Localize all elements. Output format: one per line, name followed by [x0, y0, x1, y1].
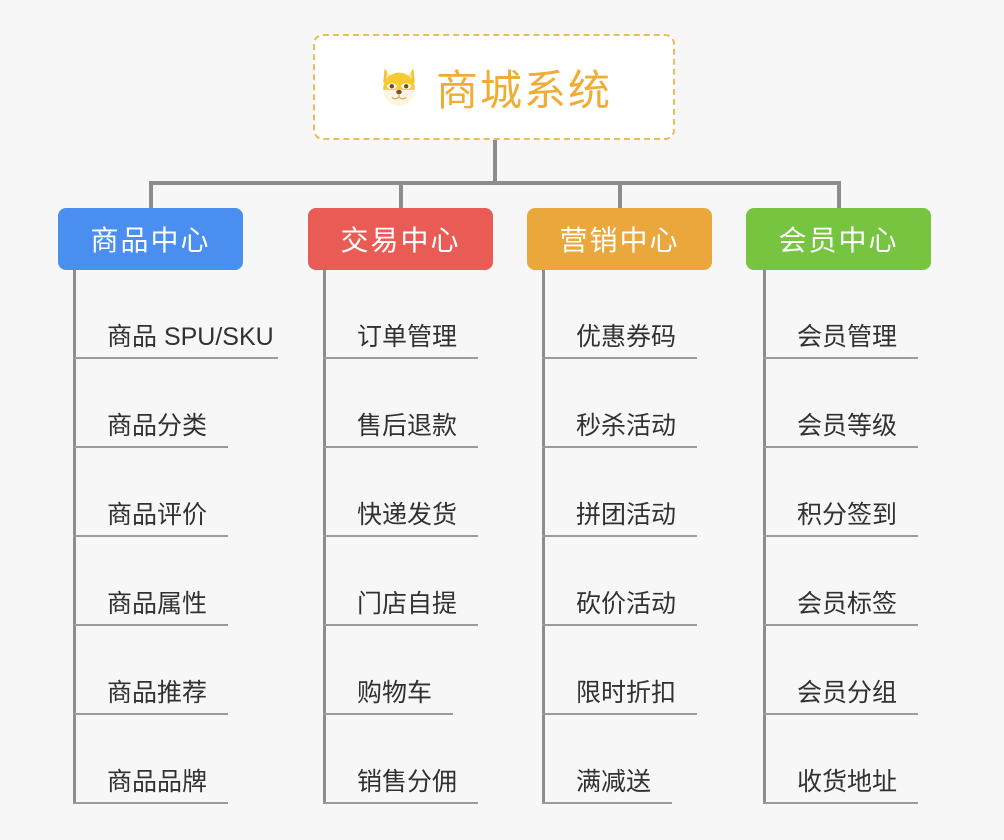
- connector-drop-product-center: [148, 181, 153, 209]
- leaf-column-marketing-center: 优惠券码秒杀活动拼团活动砍价活动限时折扣满减送: [542, 270, 737, 804]
- category-node-marketing-center[interactable]: 营销中心: [527, 208, 712, 270]
- leaf-label: 售后退款: [357, 411, 458, 440]
- connector-spine-trade-center: [323, 270, 326, 804]
- connector-spine-product-center: [73, 270, 76, 804]
- leaf-label: 商品分类: [107, 411, 208, 440]
- leaf-node[interactable]: 收货地址: [763, 715, 958, 804]
- leaf-node[interactable]: 购物车: [323, 626, 518, 715]
- leaf-column-product-center: 商品 SPU/SKU 商品分类商品评价商品属性商品推荐商品品牌: [73, 270, 318, 804]
- leaf-label: 商品评价: [107, 500, 208, 529]
- category-label: 商品中心: [90, 225, 211, 256]
- leaf-underline: [763, 357, 918, 359]
- leaf-label: 商品属性: [107, 589, 208, 618]
- leaf-label: 积分签到: [797, 500, 898, 529]
- category-label: 营销中心: [559, 225, 680, 256]
- leaf-label: 满减送: [576, 767, 652, 796]
- leaf-node[interactable]: 快递发货: [323, 448, 518, 537]
- leaf-label: 销售分佣: [357, 767, 458, 796]
- leaf-underline: [323, 624, 478, 626]
- leaf-label: 限时折扣: [576, 678, 677, 707]
- leaf-underline: [763, 535, 918, 537]
- leaf-underline: [73, 713, 228, 715]
- leaf-label: 拼团活动: [576, 500, 677, 529]
- leaf-underline: [542, 624, 697, 626]
- leaf-node[interactable]: 限时折扣: [542, 626, 737, 715]
- root-node[interactable]: 商城系统: [313, 34, 675, 140]
- leaf-label: 砍价活动: [576, 589, 677, 618]
- category-node-product-center[interactable]: 商品中心: [58, 208, 243, 270]
- category-node-member-center[interactable]: 会员中心: [746, 208, 931, 270]
- leaf-label: 快递发货: [357, 500, 458, 529]
- leaf-node[interactable]: 商品品牌: [73, 715, 318, 804]
- leaf-underline: [323, 446, 478, 448]
- leaf-underline: [73, 446, 228, 448]
- leaf-node[interactable]: 商品推荐: [73, 626, 318, 715]
- connector-spine-member-center: [763, 270, 766, 804]
- leaf-node[interactable]: 会员等级: [763, 359, 958, 448]
- leaf-node[interactable]: 售后退款: [323, 359, 518, 448]
- leaf-underline: [73, 357, 278, 359]
- leaf-underline: [542, 802, 672, 804]
- leaf-underline: [542, 446, 697, 448]
- leaf-underline: [542, 535, 697, 537]
- leaf-node[interactable]: 门店自提: [323, 537, 518, 626]
- leaf-node[interactable]: 商品评价: [73, 448, 318, 537]
- connector-root-stub: [493, 140, 497, 184]
- leaf-node[interactable]: 砍价活动: [542, 537, 737, 626]
- leaf-node[interactable]: 商品属性: [73, 537, 318, 626]
- leaf-label: 会员分组: [797, 678, 898, 707]
- leaf-label: 门店自提: [357, 589, 458, 618]
- leaf-label: 购物车: [357, 678, 433, 707]
- category-label: 交易中心: [340, 225, 461, 256]
- connector-drop-member-center: [836, 181, 841, 209]
- leaf-label: 商品品牌: [107, 767, 208, 796]
- leaf-node[interactable]: 会员管理: [763, 270, 958, 359]
- leaf-label: 订单管理: [357, 322, 458, 351]
- leaf-underline: [73, 624, 228, 626]
- leaf-label: 秒杀活动: [576, 411, 677, 440]
- shiba-dog-face-icon: [376, 64, 422, 110]
- leaf-underline: [542, 713, 697, 715]
- leaf-label: 优惠券码: [576, 322, 677, 351]
- leaf-node[interactable]: 订单管理: [323, 270, 518, 359]
- leaf-underline: [323, 535, 478, 537]
- leaf-label: 会员管理: [797, 322, 898, 351]
- connector-drop-trade-center: [398, 181, 403, 209]
- leaf-underline: [73, 535, 228, 537]
- leaf-label: 商品推荐: [107, 678, 208, 707]
- leaf-node[interactable]: 满减送: [542, 715, 737, 804]
- leaf-underline: [763, 802, 918, 804]
- leaf-underline: [763, 624, 918, 626]
- leaf-label: 会员标签: [797, 589, 898, 618]
- leaf-node[interactable]: 优惠券码: [542, 270, 737, 359]
- leaf-underline: [73, 802, 228, 804]
- leaf-node[interactable]: 商品 SPU/SKU: [73, 270, 318, 359]
- root-title: 商城系统: [435, 66, 612, 114]
- leaf-underline: [323, 713, 453, 715]
- leaf-underline: [763, 446, 918, 448]
- leaf-node[interactable]: 商品分类: [73, 359, 318, 448]
- leaf-node[interactable]: 积分签到: [763, 448, 958, 537]
- leaf-underline: [323, 357, 478, 359]
- leaf-node[interactable]: 销售分佣: [323, 715, 518, 804]
- leaf-node[interactable]: 拼团活动: [542, 448, 737, 537]
- leaf-column-member-center: 会员管理会员等级积分签到会员标签会员分组收货地址: [763, 270, 958, 804]
- connector-spine-marketing-center: [542, 270, 545, 804]
- leaf-label: 收货地址: [797, 767, 898, 796]
- leaf-label: 商品 SPU/SKU: [107, 322, 274, 351]
- leaf-node[interactable]: 会员标签: [763, 537, 958, 626]
- leaf-underline: [542, 357, 697, 359]
- leaf-underline: [763, 713, 918, 715]
- connector-drop-marketing-center: [617, 181, 622, 209]
- category-label: 会员中心: [778, 225, 899, 256]
- connector-horizontal-bus: [150, 181, 840, 185]
- category-node-trade-center[interactable]: 交易中心: [308, 208, 493, 270]
- leaf-column-trade-center: 订单管理售后退款快递发货门店自提购物车销售分佣: [323, 270, 518, 804]
- leaf-label: 会员等级: [797, 411, 898, 440]
- leaf-underline: [323, 802, 478, 804]
- leaf-node[interactable]: 秒杀活动: [542, 359, 737, 448]
- leaf-node[interactable]: 会员分组: [763, 626, 958, 715]
